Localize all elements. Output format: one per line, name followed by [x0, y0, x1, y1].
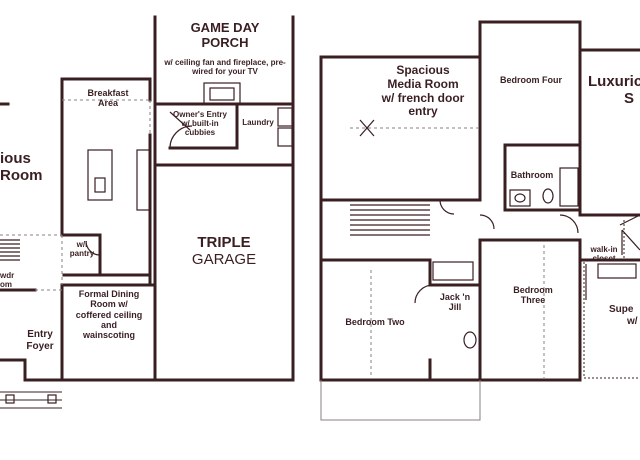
owners-entry-label: Owner's Entry w/ built-in cubbies — [173, 110, 227, 138]
breakfast-area-label: Breakfast Area — [87, 88, 129, 109]
laundry-label: Laundry — [242, 118, 274, 127]
porch-title: GAME DAY PORCH — [190, 20, 260, 50]
second-floor-walls — [319, 20, 640, 382]
bedroom-three-label: Bedroom Three — [513, 285, 553, 306]
jack-n-jill-label: Jack 'n Jill — [439, 292, 471, 313]
porch-note: w/ ceiling fan and fireplace, pre- wired… — [164, 58, 286, 77]
powder-room-label: wdr om — [0, 271, 15, 290]
first-floor-fixtures — [0, 82, 293, 404]
second-floor-light-lines — [320, 127, 545, 421]
great-room-label: ious Room — [0, 150, 43, 185]
owner-bath-label: Supe w/ — [609, 304, 638, 327]
owner-suite-label: Luxuric S — [588, 73, 640, 108]
garage-title: TRIPLE GARAGE — [191, 234, 257, 269]
entry-foyer-label: Entry Foyer — [26, 329, 54, 352]
walk-in-closet-label: walk-in closet — [590, 245, 618, 264]
bedroom-two-label: Bedroom Two — [345, 317, 405, 327]
first-floor-porch-steps — [0, 391, 62, 409]
bedroom-four-label: Bedroom Four — [500, 75, 562, 85]
second-floor-fixtures — [350, 119, 640, 349]
bathroom-label: Bathroom — [510, 170, 554, 180]
formal-dining-label: Formal Dining Room w/ coffered ceiling a… — [75, 289, 143, 341]
media-room-label: Spacious Media Room w/ french door entry — [381, 63, 465, 119]
first-floor-light-lines — [0, 99, 151, 291]
second-floor-closet-shelves — [583, 220, 640, 379]
pantry-label: w/i pantry — [69, 240, 95, 259]
